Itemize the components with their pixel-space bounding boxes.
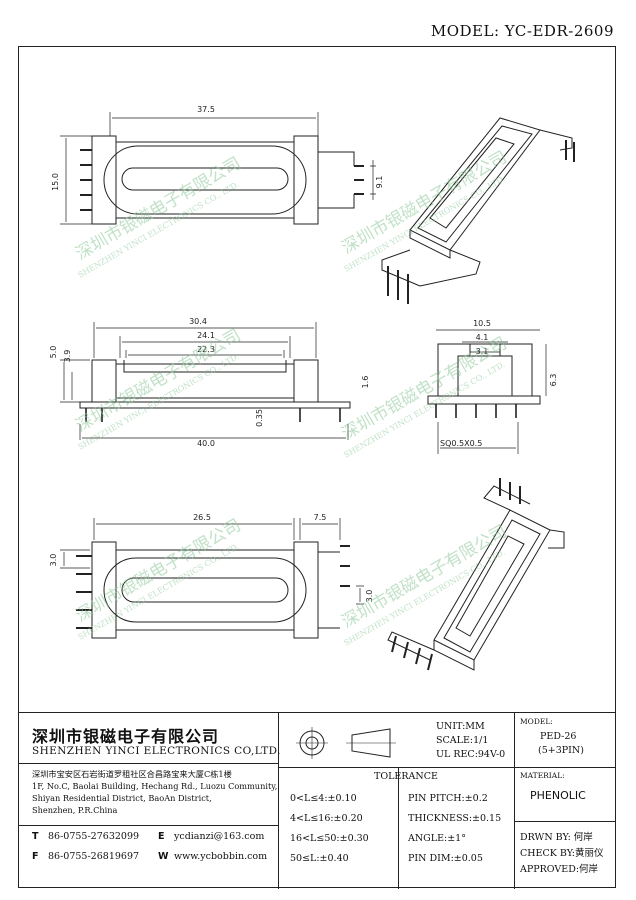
email-value[interactable]: ycdianzi@163.com — [174, 831, 265, 842]
dim-side-a: 30.4 — [189, 317, 207, 326]
approved-by: APPROVED:何岸 — [520, 864, 599, 875]
watermark-cn-2: 深圳市银磁电子有限公司 — [339, 148, 511, 259]
model-title: MODEL: YC-EDR-2609 — [430, 22, 614, 40]
web-value[interactable]: www.ycbobbin.com — [174, 851, 268, 862]
drawn-by: DRWN BY: 何岸 — [520, 832, 593, 843]
iso-view-bottom — [387, 478, 565, 671]
fax-value: 86-0755-26819697 — [48, 851, 140, 862]
dim-top-pin: 9.1 — [375, 176, 384, 189]
dim-side-c: 22.3 — [197, 345, 215, 354]
company-name-en: SHENZHEN YINCI ELECTRONICS CO,LTD. — [32, 745, 281, 757]
material-value: PHENOLIC — [530, 789, 586, 802]
dim-bottom-d: 3.0 — [365, 590, 374, 603]
dim-end-b: 4.1 — [476, 333, 489, 342]
email-label: E — [158, 831, 165, 842]
dim-top-height: 15.0 — [51, 173, 60, 191]
dim-bottom-c: 3.0 — [49, 554, 58, 567]
dim-top-length: 37.5 — [197, 105, 215, 114]
pin-pitch: PIN PITCH:±0.2 — [408, 793, 488, 804]
technical-drawing: 37.5 15.0 9.1 30.4 24.1 22.3 5.0 3.9 1.6… — [49, 105, 575, 671]
dim-end-a: 10.5 — [473, 319, 491, 328]
iso-view-top — [381, 117, 575, 304]
ul-rec: UL REC:94V-0 — [436, 749, 506, 760]
tel-value: 86-0755-27632099 — [48, 831, 140, 842]
pin-dim: PIN DIM:±0.05 — [408, 853, 483, 864]
model-value: PED-26 — [540, 731, 577, 742]
web-label: W — [158, 851, 169, 862]
title-block: 深圳市银磁电子有限公司 SHENZHEN YINCI ELECTRONICS C… — [18, 712, 616, 889]
dimension-labels: 37.5 15.0 9.1 30.4 24.1 22.3 5.0 3.9 1.6… — [49, 105, 558, 602]
scale: SCALE:1/1 — [436, 735, 489, 746]
address-cn: 深圳市宝安区石岩街道罗租社区合昌路宝来大厦C栋1楼 — [32, 769, 232, 779]
fax-label: F — [32, 851, 39, 862]
thickness: THICKNESS:±0.15 — [408, 813, 502, 824]
company-name-cn: 深圳市银磁电子有限公司 — [32, 727, 220, 746]
check-by: CHECK BY:黄丽仪 — [520, 848, 604, 859]
side-view — [60, 322, 351, 440]
dim-side-f: 1.6 — [361, 376, 370, 389]
tolerance-row-4: 50≤L:±0.40 — [290, 853, 349, 864]
dim-side-g: 0.35 — [255, 409, 264, 427]
dim-bottom-b: 7.5 — [314, 513, 327, 522]
dim-end-c: 3.1 — [476, 347, 489, 356]
dim-side-e: 3.9 — [63, 350, 72, 363]
address-en-2: Shiyan Residential District, BaoAn Distr… — [32, 793, 212, 803]
watermark-cn-5: 深圳市银磁电子有限公司 — [73, 516, 245, 627]
tolerance-row-2: 4<L≤16:±0.20 — [290, 813, 363, 824]
angle: ANGLE:±1° — [408, 833, 466, 844]
end-view — [427, 329, 547, 454]
drawing-frame — [18, 46, 616, 888]
projection-symbol — [296, 727, 396, 759]
model-pins: (5+3PIN) — [538, 745, 584, 756]
watermark-cn-1: 深圳市银磁电子有限公司 — [73, 154, 245, 265]
tel-label: T — [32, 831, 39, 842]
dim-bottom-a: 26.5 — [193, 513, 211, 522]
top-view — [60, 112, 376, 225]
address-en-1: 1F, No.C, Baolai Building, Hechang Rd., … — [32, 781, 278, 791]
bottom-view — [60, 518, 364, 639]
dim-side-b: 24.1 — [197, 331, 215, 340]
dim-end-e: SQ0.5X0.5 — [440, 439, 482, 448]
dim-side-h: 40.0 — [197, 439, 215, 448]
dim-end-d: 6.3 — [549, 374, 558, 387]
tolerance-title: TOLERANCE — [374, 771, 438, 782]
unit: UNIT:MM — [436, 721, 485, 732]
dim-side-d: 5.0 — [49, 346, 58, 359]
model-label: MODEL: — [520, 717, 553, 726]
tolerance-row-3: 16<L≤50:±0.30 — [290, 833, 369, 844]
address-en-3: Shenzhen, P.R.China — [32, 805, 118, 815]
material-label: MATERIAL: — [520, 771, 565, 780]
tolerance-row-1: 0<L≤4:±0.10 — [290, 793, 357, 804]
